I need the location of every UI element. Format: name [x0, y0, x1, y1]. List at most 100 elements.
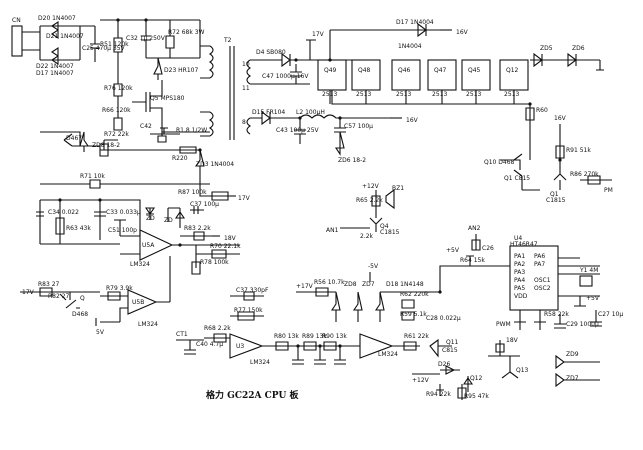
svg-text:PA6: PA6: [534, 253, 545, 260]
r51-label: R51 120k: [100, 41, 129, 48]
svg-text:ZD7: ZD7: [362, 281, 375, 288]
pm-label: PM: [604, 187, 613, 194]
r82b-label: R82 27: [48, 293, 70, 300]
input-bridge: CN D20 1N4007 D21 1N4007 D22 1N4007 D17 …: [11, 15, 201, 77]
t2-label: T2: [223, 37, 232, 44]
relay-part-3: 2513: [396, 91, 411, 98]
svg-text:PA7: PA7: [534, 261, 545, 268]
svg-text:Q11: Q11: [446, 339, 459, 346]
r61-label: R61 22k: [404, 333, 429, 340]
secondary-16v: D4 SB080 C47 1000μ 16V 10 11 17V D17 1N4…: [242, 19, 469, 104]
mcu-box: [509, 245, 559, 311]
mid-protection: +17V R56 10.7k ZD8 ZD7 D18 1N4148 -5V R6…: [296, 263, 461, 322]
u5b-label: U5B: [132, 299, 144, 306]
u5a-opamp: U5A LM324 ZD ZD C34 0.022 R63 43k C33 0.…: [36, 199, 241, 275]
u5a-label: U5A: [142, 242, 155, 249]
relay-q47: [427, 59, 457, 91]
svg-text:OSC1: OSC1: [534, 277, 551, 284]
r70-label: R70 22.1k: [210, 243, 241, 250]
svg-text:ZD: ZD: [146, 215, 155, 222]
bz1-label: BZ1: [392, 185, 404, 192]
u3-opamp-stage: C37 330pF R77 150k U3 LM324 R68 2.2k CT1…: [176, 287, 459, 366]
q1-label: Q1 C815: [504, 175, 530, 182]
svg-text:PA5: PA5: [514, 285, 525, 292]
cn-label: CN: [12, 17, 21, 24]
lower-right: 18V Q13 Q12 D26 +12V R94 22k R95 47k ZD9…: [412, 310, 623, 400]
nodes: [58, 18, 562, 348]
d17b-label: D17 1N4004: [396, 19, 434, 26]
zd6-label: ZD6 18-2: [338, 157, 366, 164]
r62-label: R62 220k: [400, 291, 429, 298]
rail-m5v: -5V: [368, 263, 379, 270]
relay-q45-label: Q45: [468, 67, 481, 74]
rail-5v: +5V: [446, 247, 460, 254]
an2-label: AN2: [468, 225, 481, 232]
d22-label: D22 1N4007: [36, 63, 74, 70]
c28-label: C28 0.022μ: [426, 315, 461, 322]
zd3-r87-section: ZD3 1N4004 R71 10k R87 100k 17V C37 100μ: [40, 149, 251, 214]
relay-q49-label: Q49: [324, 67, 337, 74]
u3-triangle: [229, 333, 264, 359]
svg-text:1N4004: 1N4004: [398, 43, 422, 50]
svg-text:ZD8: ZD8: [344, 281, 357, 288]
relay-part-4: 2513: [432, 91, 447, 98]
u3-label: U3: [236, 343, 244, 350]
mcu-u4: U4 HT46R47 PA1 PA2 PA3 PA4 PA5 VDD PA6 P…: [439, 225, 600, 330]
r68-label: R68 2.2k: [204, 325, 231, 332]
c26-label: C26: [482, 245, 494, 252]
u5b-opamp: U5B LM324 R83 27 R82 27 17V Q D468 R79 3…: [20, 256, 171, 336]
lm324-b-label: LM324: [138, 321, 158, 328]
rail-12v: +12V: [362, 183, 380, 190]
c51-label: C51 100p: [108, 227, 137, 234]
svg-text:LM324: LM324: [250, 359, 270, 366]
c42-label: C42: [140, 123, 152, 130]
q5-label: Q5 MPS180: [150, 95, 185, 102]
r95-label: R95 47k: [464, 393, 489, 400]
lm324-a-label: LM324: [130, 261, 150, 268]
relay-q45: [461, 59, 491, 91]
svg-text:PA2: PA2: [514, 261, 525, 268]
an1-label: AN1: [326, 227, 339, 234]
transformer-t2: T2: [200, 37, 251, 140]
d18-label: D18 1N4148: [386, 281, 424, 288]
svg-text:PWM: PWM: [496, 321, 511, 328]
svg-text:ZD5: ZD5: [540, 45, 553, 52]
d26-label: ZD7: [566, 375, 579, 382]
svg-text:ZD: ZD: [164, 217, 173, 224]
r83-label: R83 2.2k: [184, 225, 211, 232]
r77-label: R77 150k: [234, 307, 263, 314]
buzzer-section: +12V BZ1 R65 2.2k Q4 C1815 AN1 2.2k: [326, 183, 404, 240]
ct1-label: CT1: [176, 331, 188, 338]
rail-p12v-bot: +12V: [412, 377, 430, 384]
c29-label: C29 1000μ: [566, 321, 599, 328]
r90-label: R90 13k: [322, 333, 347, 340]
c43-label: C43 100μ 25V: [276, 127, 320, 134]
d20-label: D20 1N4007: [38, 15, 76, 22]
svg-text:5V: 5V: [96, 329, 105, 336]
rail-p17v: +17V: [296, 283, 314, 290]
relay-q46-label: Q46: [398, 67, 411, 74]
r72-label: R72 68k 3W: [168, 29, 205, 36]
svg-text:C815: C815: [442, 347, 458, 354]
c47-label: C47 1000μ 16V: [262, 73, 309, 80]
relay-part-5: 2513: [466, 91, 481, 98]
r56-label: R56 10.7k: [314, 279, 345, 286]
svg-text:VDD: VDD: [514, 293, 528, 300]
mcu-label: HT46R47: [510, 241, 538, 248]
r87-label: R87 100k: [178, 189, 207, 196]
svg-text:D468: D468: [72, 311, 88, 318]
r76-label: R76 120k: [104, 85, 133, 92]
c33-label: C33 0.033μ: [106, 209, 141, 216]
q10-label: Q10 D468: [484, 159, 515, 166]
r71-label: R71 10k: [80, 173, 105, 180]
u4-label: U4: [514, 235, 522, 242]
relay-q48: [351, 59, 381, 91]
svg-text:R60: R60: [536, 107, 548, 114]
d4-label: D4 SB080: [256, 49, 286, 56]
zd8-label: ZD8 18-2: [92, 142, 120, 149]
relay-bank: Q49 Q48 Q46 Q47 Q45 Q12 2513 2513 2513 2…: [317, 45, 604, 105]
d25-label: ZD9: [566, 351, 579, 358]
schematic-title: 格力 GC22A CPU 板: [206, 389, 300, 401]
secondary-16v-mid: D15 FR104 8 L2 100μH C43 100μ 25V C57 10…: [242, 109, 419, 164]
